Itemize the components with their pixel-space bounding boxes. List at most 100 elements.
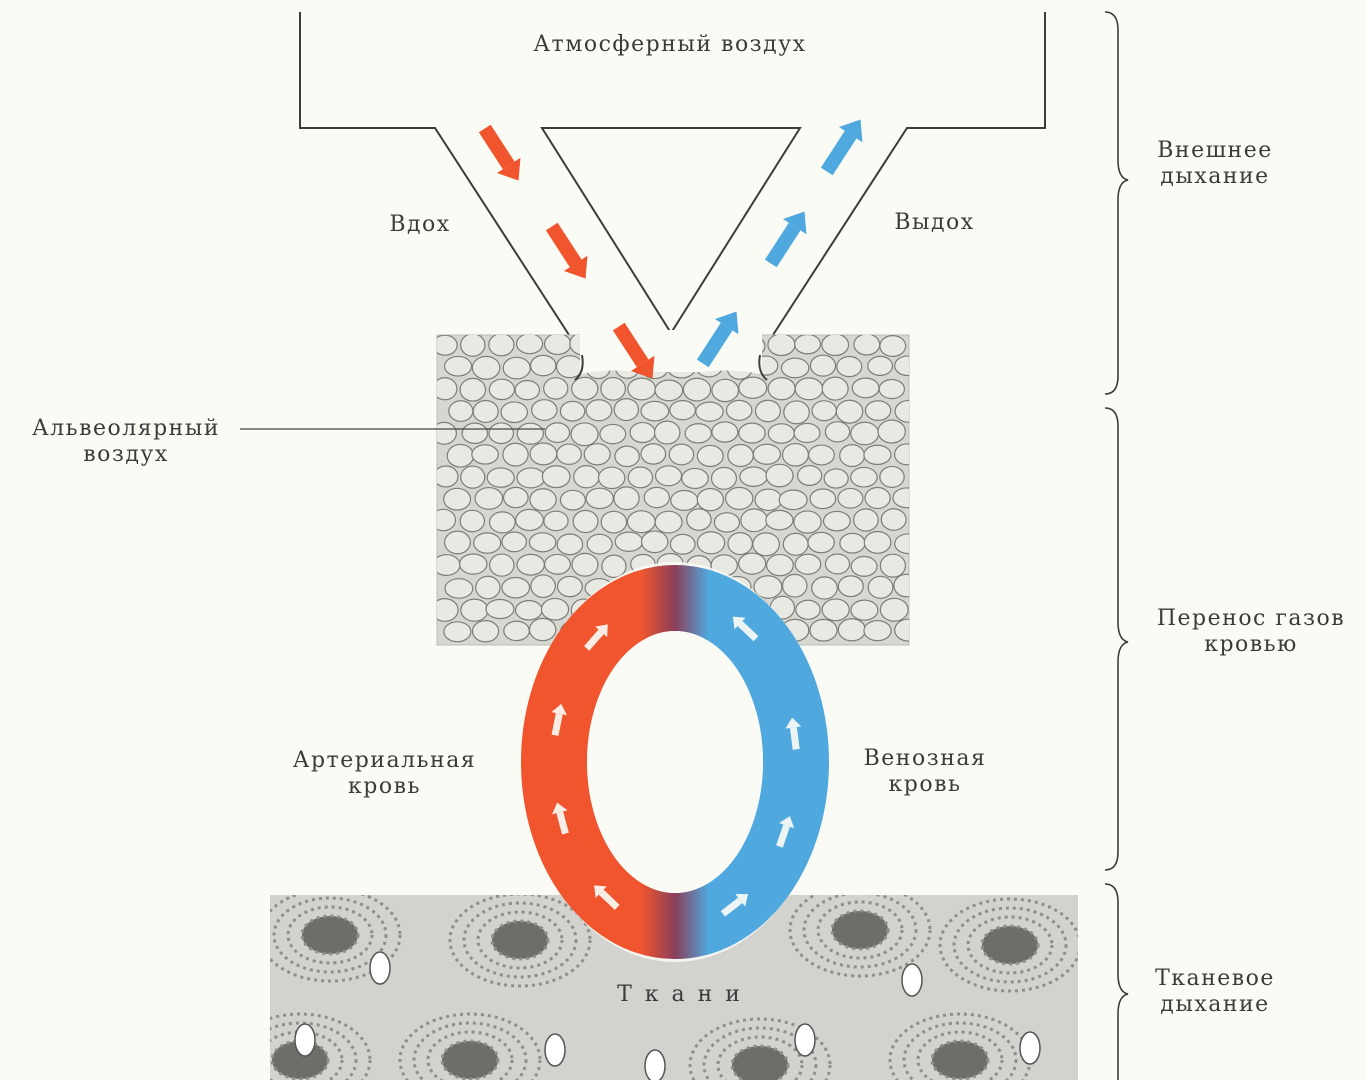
alveolus-cell	[697, 445, 723, 466]
atmosphere-box	[300, 12, 583, 380]
alveolus-cell	[601, 511, 626, 533]
alveolus-cell	[696, 402, 723, 421]
tissue-lobule	[492, 921, 548, 959]
alveolus-cell	[812, 401, 836, 421]
alveolus-cell	[825, 554, 849, 574]
alveolus-cell	[840, 533, 865, 553]
alveolus-cell	[504, 487, 529, 507]
tissues-label: Т к а н и	[580, 982, 780, 1008]
alveolus-cell	[558, 576, 583, 596]
alveolus-cell	[515, 381, 539, 400]
alveolus-cell	[445, 579, 473, 598]
tissue-lobule	[442, 1041, 498, 1079]
bracket-external	[1105, 12, 1128, 394]
venous-text-1: Венозная	[840, 746, 1010, 772]
alveolus-cell	[687, 509, 711, 531]
alveolus-cell	[670, 401, 696, 420]
tissue-vessel	[370, 952, 390, 984]
alveolus-cell	[460, 554, 487, 574]
alveolus-cell	[808, 532, 834, 552]
alveolus-cell	[822, 599, 849, 621]
alveolus-cell	[683, 378, 710, 401]
alveolus-cell	[503, 357, 530, 379]
alveolus-cell	[784, 401, 810, 424]
alveolus-cell	[476, 576, 500, 599]
alveolus-cell	[545, 423, 569, 443]
alveolus-cell	[542, 466, 570, 488]
alveolus-cell	[517, 423, 543, 444]
alveolus-cell	[768, 378, 795, 400]
alveolus-cell	[444, 622, 471, 642]
alveolus-cell	[726, 400, 751, 420]
alveolus-cell	[530, 489, 556, 511]
atmosphere-text: Атмосферный воздух	[533, 32, 806, 57]
alveolus-cell	[881, 509, 906, 530]
alveolus-cell	[838, 488, 863, 508]
airway-opening	[580, 330, 762, 375]
alveolus-cell	[445, 531, 471, 554]
alveolus-cell	[532, 400, 557, 421]
alveolar-air-label: Альвеолярный воздух	[8, 416, 244, 468]
alveolus-cell	[501, 402, 527, 423]
alveolus-cell	[851, 600, 878, 620]
alveolus-cell	[894, 574, 919, 596]
alveolus-cell	[642, 531, 668, 553]
alveolus-cell	[600, 424, 626, 443]
alveolus-cell	[768, 334, 795, 356]
alveolus-cell	[530, 443, 557, 465]
stage-brackets	[1105, 12, 1128, 1080]
alveolus-cell	[489, 379, 514, 399]
alveolus-cell	[880, 554, 905, 577]
alveolus-cell	[822, 334, 849, 356]
alveolus-cell	[504, 621, 529, 640]
alveolus-cell	[574, 466, 600, 488]
alveolus-cell	[810, 489, 836, 509]
alveolus-cell	[431, 509, 455, 530]
alveolus-cell	[794, 511, 821, 533]
alveolus-cell	[895, 356, 921, 375]
alveolus-cell	[767, 555, 794, 576]
alveolus-cell	[697, 532, 724, 554]
alveolus-cell	[865, 488, 890, 509]
alveolus-cell	[795, 378, 823, 400]
alveolus-cell	[852, 378, 879, 398]
alveolus-cell	[489, 423, 513, 444]
alveolus-cell	[461, 599, 488, 621]
alveolus-cell	[473, 621, 499, 642]
alveolus-cell	[880, 466, 904, 487]
alveolus-cell	[641, 401, 669, 420]
alveolus-cell	[837, 356, 862, 376]
alveolus-cell	[444, 488, 471, 510]
external-respiration-label: Внешнее дыхание	[1140, 138, 1290, 190]
alveolus-cell	[838, 576, 863, 597]
alveolus-cell	[541, 598, 568, 620]
bracket-tissue	[1105, 884, 1128, 1080]
alveolus-cell	[490, 512, 516, 533]
alveolus-cell	[599, 467, 625, 488]
alveolus-cell	[560, 490, 585, 510]
alveolar-text-1: Альвеолярный	[8, 416, 244, 442]
arterial-text-2: кровь	[262, 774, 507, 800]
tissue-lobule	[982, 926, 1038, 964]
alveolus-cell	[824, 469, 848, 488]
alveolus-cell	[741, 509, 768, 532]
alveolus-cell	[825, 422, 849, 442]
alveolus-cell	[517, 468, 545, 488]
alveolus-cell	[557, 534, 582, 555]
venous-text-2: кровь	[840, 772, 1010, 798]
exhale-label: Выдох	[872, 210, 997, 236]
alveolus-cell	[697, 488, 723, 510]
alveolus-cell	[783, 533, 808, 555]
alveolus-cell	[739, 553, 766, 574]
alveolus-cell	[728, 445, 753, 467]
alveolus-cell	[755, 400, 780, 422]
alveolus-cell	[460, 378, 485, 401]
alveolus-cell	[670, 534, 695, 554]
tissue-vessel	[902, 964, 922, 996]
tissue-respiration-label: Тканевое дыхание	[1140, 966, 1290, 1018]
alveolus-cell	[824, 511, 851, 530]
alveolus-cell	[434, 466, 458, 487]
alveolus-cell	[851, 467, 877, 486]
alveolus-cell	[712, 422, 738, 442]
alveolus-cell	[572, 553, 598, 576]
